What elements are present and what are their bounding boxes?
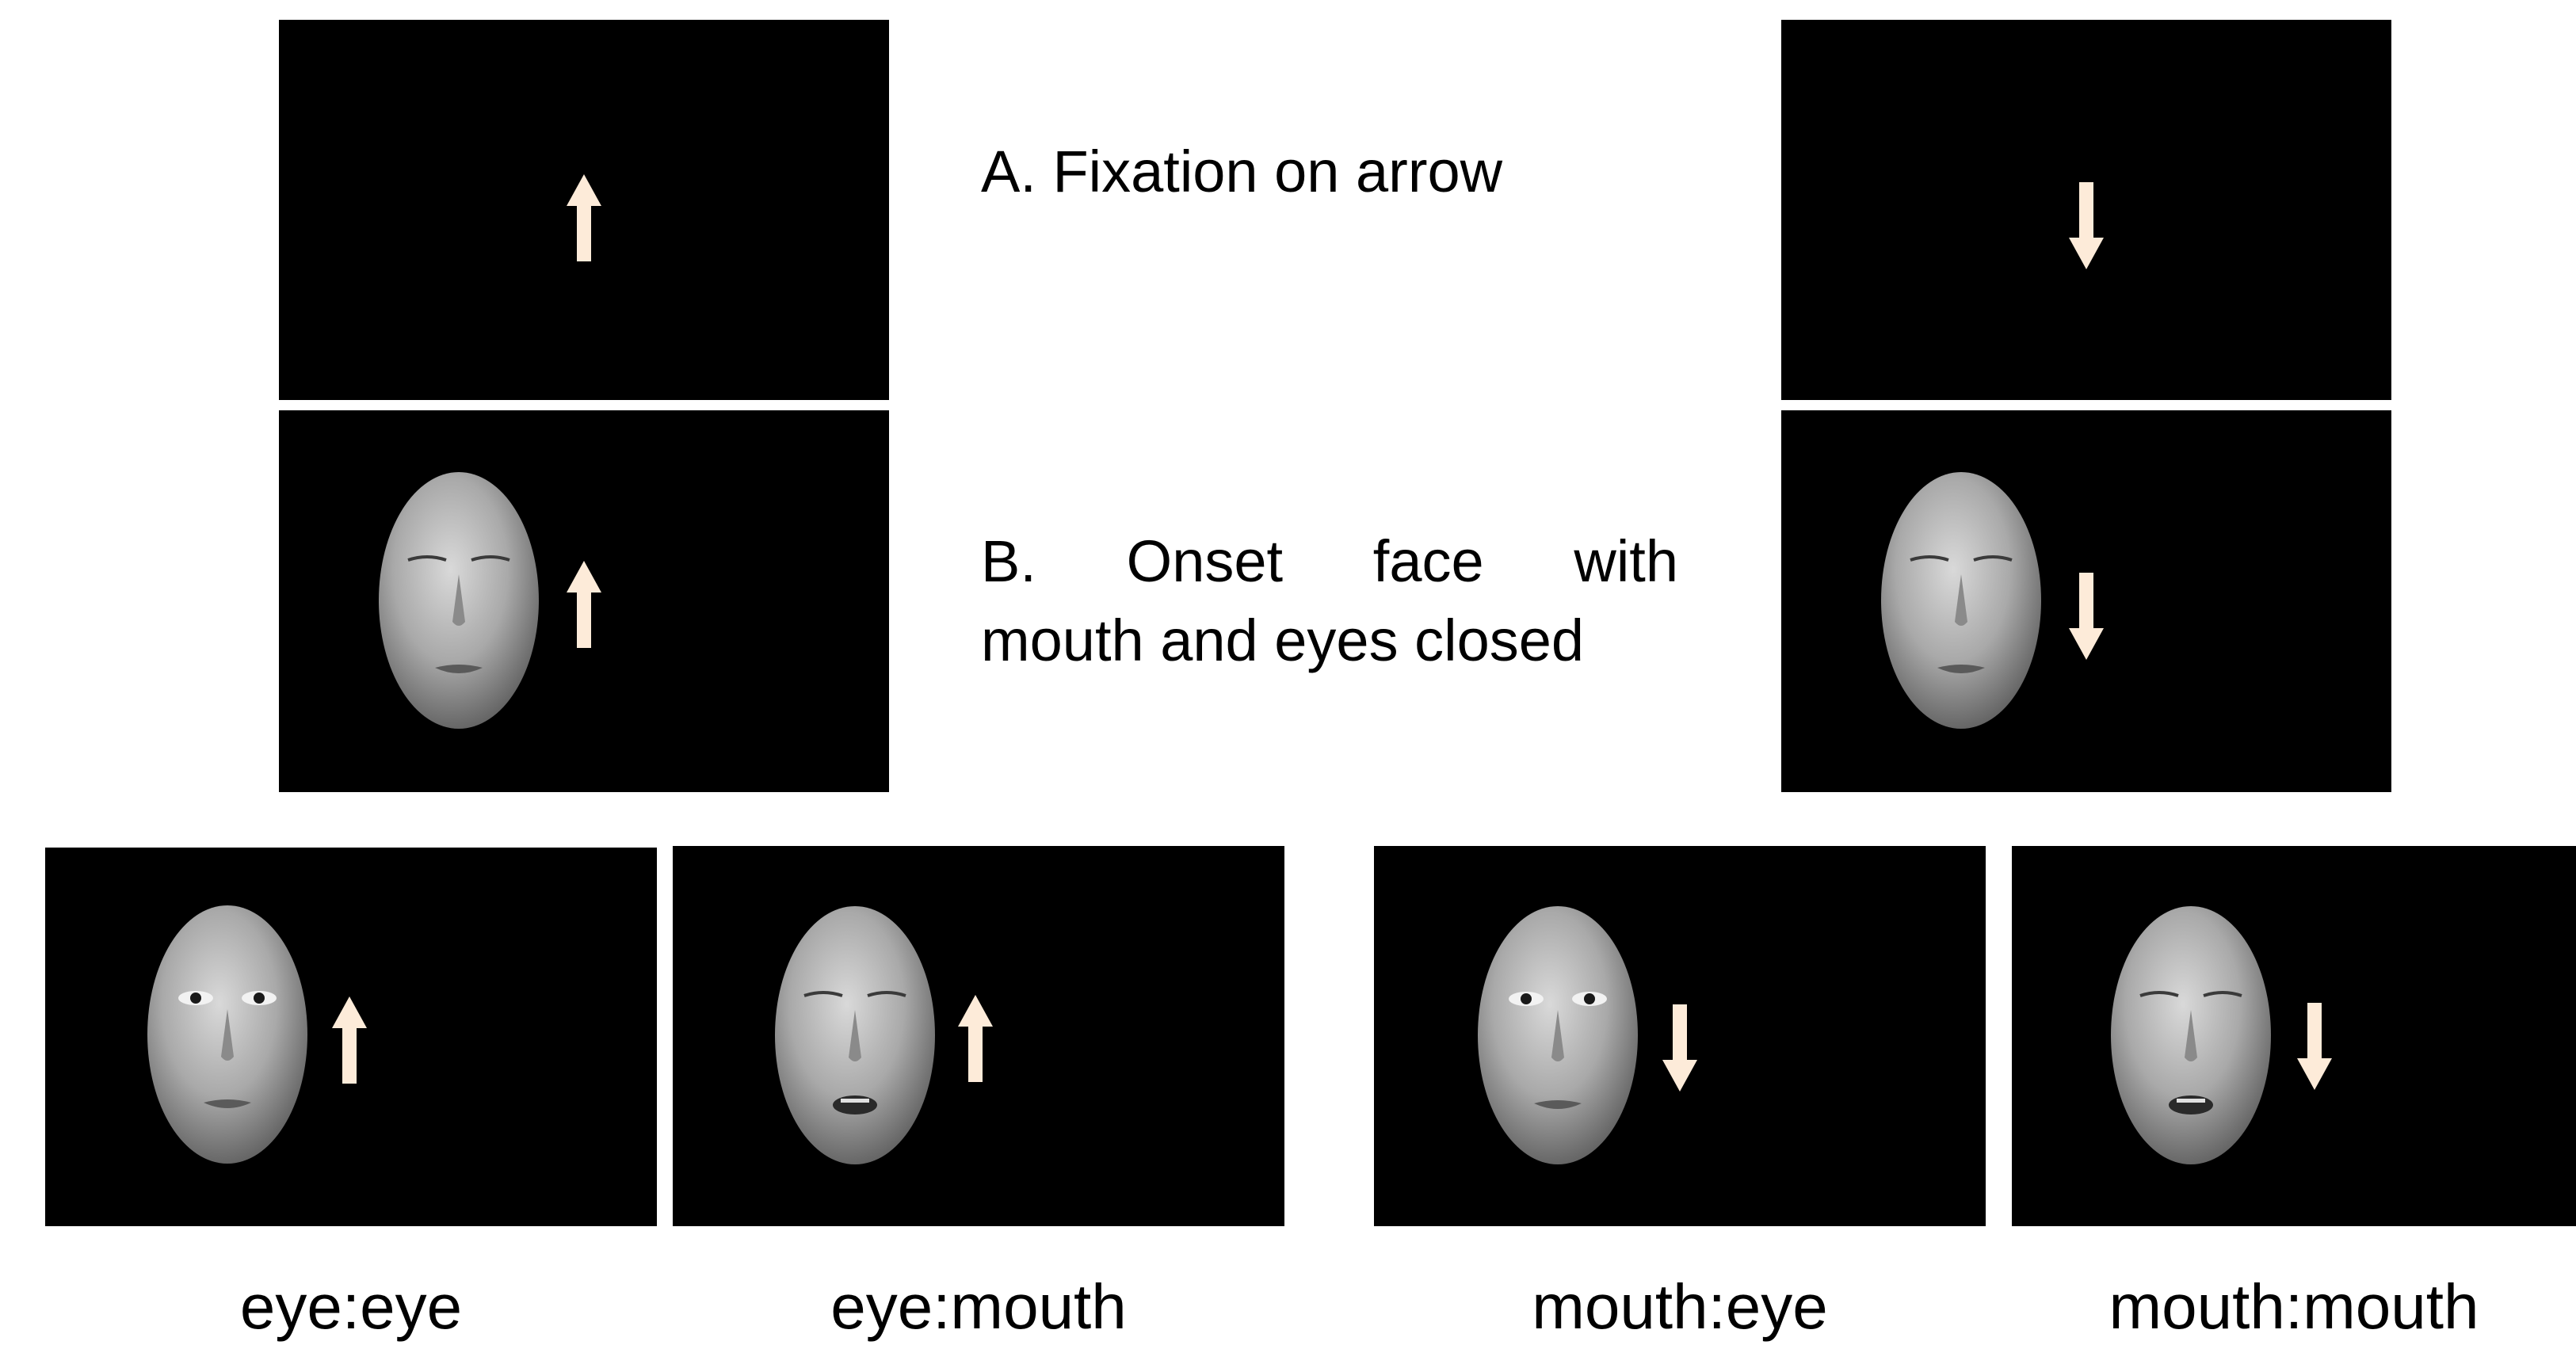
condition-panel-mouth-eye bbox=[1374, 846, 1986, 1226]
face-eyes-closed-mouth-closed bbox=[378, 471, 540, 730]
condition-panel-mouth-mouth bbox=[2012, 846, 2576, 1226]
arrow-down-icon bbox=[2069, 573, 2104, 660]
caption-b-word: B. bbox=[981, 532, 1036, 591]
arrow-down-icon bbox=[1662, 1004, 1697, 1092]
arrow-up-icon bbox=[567, 561, 601, 648]
face-eyes-open-mouth-closed bbox=[147, 905, 308, 1164]
caption-b-word: Onset bbox=[1127, 532, 1283, 591]
fixation-panel-down bbox=[1781, 20, 2391, 400]
face-eyes-open-mouth-closed bbox=[1477, 905, 1639, 1165]
fixation-panel-up bbox=[279, 20, 889, 400]
face-eyes-closed-mouth-open bbox=[2110, 905, 2272, 1165]
face-eyes-closed-mouth-open bbox=[774, 905, 936, 1165]
arrow-up-icon bbox=[958, 995, 993, 1082]
arrow-up-icon bbox=[332, 996, 367, 1084]
caption-b-line1: B. Onset face with bbox=[981, 532, 1678, 591]
arrow-up-icon bbox=[567, 174, 601, 261]
condition-panel-eye-mouth bbox=[673, 846, 1284, 1226]
caption-a: A. Fixation on arrow bbox=[981, 143, 1502, 201]
condition-label: mouth:mouth bbox=[2012, 1275, 2576, 1339]
caption-b-word: with bbox=[1574, 532, 1678, 591]
onset-panel-down bbox=[1781, 410, 2391, 792]
condition-label: mouth:eye bbox=[1374, 1275, 1986, 1339]
caption-b-line2: mouth and eyes closed bbox=[981, 612, 1584, 670]
face-eyes-closed-mouth-closed bbox=[1880, 471, 2042, 730]
arrow-down-icon bbox=[2297, 1003, 2332, 1090]
caption-b-word: face bbox=[1373, 532, 1484, 591]
arrow-down-icon bbox=[2069, 182, 2104, 269]
onset-panel-up bbox=[279, 410, 889, 792]
condition-label: eye:eye bbox=[45, 1275, 657, 1339]
condition-panel-eye-eye bbox=[45, 848, 657, 1226]
condition-label: eye:mouth bbox=[673, 1275, 1284, 1339]
